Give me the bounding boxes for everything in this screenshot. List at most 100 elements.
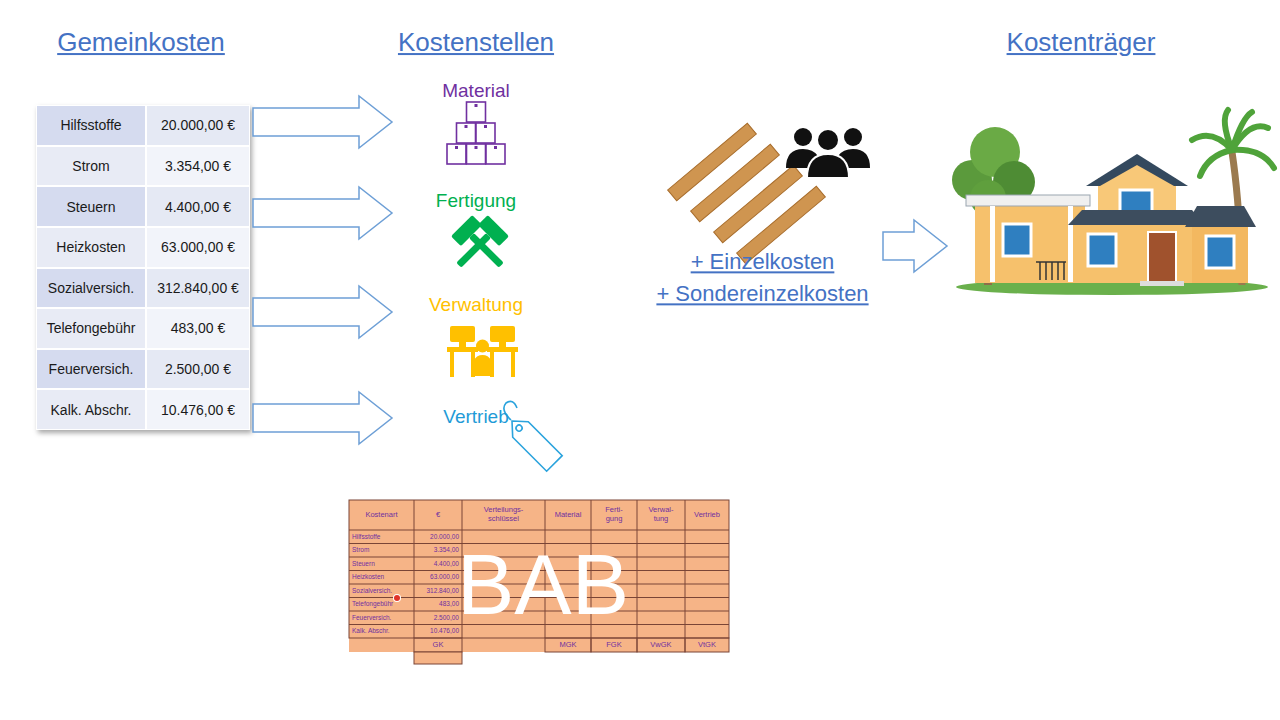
hammer-symbol [451, 215, 482, 246]
table-grid [462, 500, 463, 638]
house-illustration [1120, 190, 1152, 212]
house-illustration [1088, 234, 1116, 266]
table-grid [591, 500, 592, 638]
cost-center: Fertigung [395, 188, 557, 278]
boxes-icon [447, 144, 466, 164]
hammer-symbol [451, 215, 512, 276]
table-cell: Kalk. Abschr. [36, 389, 146, 430]
railing [1039, 262, 1041, 280]
house-illustration [990, 206, 995, 282]
office-icon [450, 352, 454, 377]
column-heading: Kostenstellen [398, 28, 554, 58]
table-cell: 4.400,00 € [146, 186, 250, 227]
hammer-symbol [478, 215, 509, 246]
table-cell: Heizkosten [36, 227, 146, 268]
table-cell: Hilfsstoffe [36, 105, 146, 146]
table-cell: 2.500,00 [434, 614, 459, 621]
railing [1051, 262, 1053, 280]
box-mark [484, 125, 487, 128]
table-header: Ferti- gung [605, 506, 623, 523]
cost-center-label: Verwaltung [429, 294, 523, 316]
table-cell: 10.476,00 [430, 628, 459, 635]
table-grid [349, 500, 729, 664]
boxes-icon [457, 123, 476, 143]
table-grid [685, 638, 729, 652]
house-illustration [975, 205, 1085, 283]
table-grid [349, 624, 729, 625]
cost-center-label: Vertrieb [443, 406, 508, 428]
block-arrow [253, 392, 392, 444]
planks-illustration [691, 144, 780, 222]
railing [1045, 262, 1047, 280]
column-heading: Kostenträger [1007, 28, 1156, 58]
house-illustration [1080, 222, 1192, 283]
table-grid [591, 638, 637, 652]
table-header: € [436, 511, 440, 520]
table-cell: Steuern [352, 560, 375, 567]
cost-center-label: Fertigung [436, 190, 516, 212]
table-cell: Sozialversich. [36, 268, 146, 309]
table-grid [637, 638, 685, 652]
box-mark [465, 125, 468, 128]
block-arrow [253, 96, 392, 148]
hammer-symbol [448, 215, 509, 276]
palm-leaves [1192, 110, 1274, 176]
people-icon [817, 129, 839, 151]
cursor-dot [393, 594, 401, 602]
table-cell: 20.000,00 [430, 533, 459, 540]
office-icon [447, 326, 518, 377]
table-grid [414, 500, 415, 638]
boxes-icon [447, 102, 505, 164]
house-illustration [1206, 236, 1234, 268]
planks-illustration [714, 165, 803, 243]
table-cell: Telefongebühr [352, 601, 393, 608]
house-illustration [966, 195, 1090, 206]
table-cell: Telefongebühr [36, 308, 146, 349]
tag-icon [504, 401, 517, 420]
office-icon [471, 355, 494, 376]
table-cell: 20.000,00 € [146, 105, 250, 146]
table-cell: 312.840,00 € [146, 268, 250, 309]
palm-leaves [1232, 150, 1274, 168]
tag-symbol [504, 413, 562, 471]
table-header: Verteilungs- schlüssel [484, 506, 524, 523]
cursor-dot [393, 594, 401, 602]
table-cell: Steuern [36, 186, 146, 227]
office-icon [447, 347, 478, 352]
tag-symbol [515, 424, 523, 432]
office-icon [487, 347, 518, 352]
boxes-icon [486, 144, 505, 164]
box-mark [475, 104, 478, 107]
tag-icon [504, 401, 562, 471]
box-mark [494, 146, 497, 149]
table-cell: Feuerversich. [36, 349, 146, 390]
table-footer: MGK [559, 641, 576, 650]
people-icon [786, 128, 870, 178]
cost-table: GemeinkostenHilfsstoffe20.000,00 €Strom3… [36, 105, 250, 430]
palm-leaves [1200, 150, 1232, 176]
table-header: Kostenart [365, 511, 397, 520]
table-cell: Strom [36, 146, 146, 187]
cost-label: + Sondereinzelkosten [656, 281, 868, 306]
direct-cost-group: + Einzelkosten+ Sondereinzelkosten [645, 118, 880, 308]
table-grid [349, 597, 729, 598]
house-illustration [1068, 210, 1205, 225]
table-cell: 4.400,00 [434, 560, 459, 567]
table-cell: Heizkosten [352, 574, 384, 581]
house-illustration [1086, 154, 1188, 186]
table-cell: 312.840,00 [426, 587, 459, 594]
table-grid [685, 500, 686, 638]
table-grid [545, 500, 546, 638]
table-header: Verwal- tung [648, 506, 673, 523]
boxes-icon [476, 123, 495, 143]
railing [1036, 262, 1066, 280]
office-icon [459, 342, 466, 347]
table-grid [349, 500, 729, 638]
watermark: BAB [457, 541, 629, 627]
railing [1057, 262, 1059, 280]
planks-illustration [668, 123, 757, 201]
table-grid [349, 570, 729, 571]
